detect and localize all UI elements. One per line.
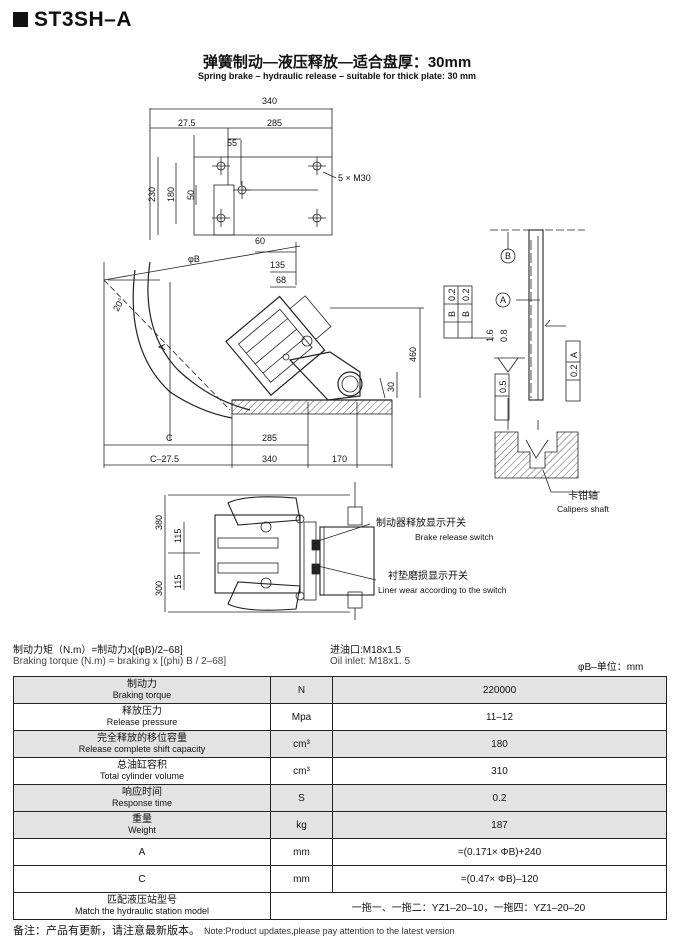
dim-label: 285 [267, 118, 282, 128]
param-en: Total cylinder volume [99, 771, 185, 781]
roughness-label: 1.6 [485, 329, 495, 342]
unit-cell: N [270, 676, 333, 704]
unit-cell: Mpa [270, 703, 333, 731]
param-cn: 响应时间 [122, 787, 162, 798]
footer-en: Note:Product updates,please pay attentio… [204, 926, 455, 936]
value-cell: =(0.47× ΦB)–120 [332, 865, 667, 893]
unit-cell: mm [270, 865, 333, 893]
dim-label: 5 × M30 [338, 173, 371, 183]
oil-inlet-cn: 进油口:M18x1.5 [330, 645, 402, 656]
dim-label: 460 [408, 347, 418, 362]
dim-label: C [166, 433, 173, 443]
callout-brake-switch-en: Brake release switch [415, 532, 494, 542]
dim-label: 115 [173, 575, 183, 589]
dim-label: 285 [262, 433, 277, 443]
callout-liner-cn: 衬垫磨损显示开关 [388, 569, 468, 582]
dim-label: 180 [166, 187, 176, 202]
unit-cell: cm³ [270, 757, 333, 785]
dim-label: 230 [147, 187, 157, 202]
dim-label: A [157, 344, 167, 350]
unit-cell: kg [270, 811, 333, 839]
torque-formula-cn: 制动力矩（N.m）=制动力x[(φB)/2–68] [13, 645, 183, 656]
unit-cell: S [270, 784, 333, 812]
unit-cell: cm³ [270, 730, 333, 758]
footer-note: 备注：产品有更新，请注意最新版本。 Note:Product updates,pl… [13, 922, 455, 938]
dim-label: 115 [173, 529, 183, 543]
value-cell: =(0.171× ΦB)+240 [332, 838, 667, 866]
dim-label: 340 [262, 454, 277, 464]
dim-label: 135 [270, 260, 285, 270]
page-title-cn: 弹簧制动—液压释放—适合盘厚：30mm [202, 54, 472, 71]
datum-label: B [505, 251, 511, 261]
footer-cn: 备注：产品有更新，请注意最新版本。 [13, 925, 200, 937]
value-cell: 11–12 [332, 703, 667, 731]
callout-shaft-cn: 卡钳轴 [568, 489, 598, 502]
param-cn: C [138, 873, 146, 885]
dim-label: 30 [386, 382, 396, 392]
tolerance-label: 0.2 [569, 364, 579, 377]
torque-formula-en: Braking torque (N.m) = braking x [(phi) … [13, 656, 227, 667]
param-cn: 完全释放的移位容量 [97, 733, 187, 744]
callout-liner-en: Liner wear according to the switch [378, 585, 507, 595]
dim-label: 380 [154, 515, 164, 530]
param-cn: 匹配液压站型号 [107, 895, 177, 906]
tolerance-label: 0.2 [461, 288, 471, 301]
param-en: Weight [128, 825, 156, 835]
dim-label: φB [188, 254, 200, 264]
dim-label: 300 [154, 581, 164, 596]
datum-label: A [569, 352, 579, 358]
datum-label: B [461, 311, 471, 317]
value-cell: 一拖一、一拖二：YZ1–20–10，一拖四：YZ1–20–20 [270, 892, 667, 920]
dim-label: 68 [276, 275, 286, 285]
tolerance-label: 0.5 [498, 380, 508, 393]
param-en: Match the hydraulic station model [74, 906, 210, 916]
value-cell: 220000 [332, 676, 667, 704]
param-cn: 总油缸容积 [117, 760, 167, 771]
callout-brake-switch-cn: 制动器释放显示开关 [376, 516, 466, 529]
param-en: Release pressure [106, 717, 178, 727]
dim-label: 55 [227, 138, 237, 148]
page-title-en: Spring brake – hydraulic release – suita… [197, 71, 477, 81]
value-cell: 310 [332, 757, 667, 785]
mount-plate-outline [193, 156, 333, 236]
datum-label: B [447, 311, 457, 317]
param-cn: 重量 [132, 814, 152, 825]
roughness-label: 0.8 [499, 329, 509, 342]
unit-note: φB–单位：mm [578, 662, 644, 673]
model-title: ST3SH–A [34, 8, 133, 31]
tolerance-label: 0.2 [447, 288, 457, 301]
param-en: Braking torque [112, 690, 172, 700]
callout-shaft-en: Calipers shaft [557, 504, 610, 514]
param-en: Response time [111, 798, 173, 808]
param-cn: 释放压力 [122, 706, 162, 717]
unit-cell: mm [270, 838, 333, 866]
param-cn: 制动力 [127, 679, 157, 690]
param-cn: A [138, 846, 146, 858]
dim-label: 27.5 [178, 118, 196, 128]
dim-label: 170 [332, 454, 347, 464]
value-cell: 180 [332, 730, 667, 758]
dim-label: C–27.5 [150, 454, 179, 464]
value-cell: 0.2 [332, 784, 667, 812]
dim-label: 50 [186, 190, 196, 200]
dim-label: 60 [255, 236, 265, 246]
dim-label: 340 [262, 96, 277, 106]
technical-drawing: 340 27.5 285 55 230 180 50 5 × M30 60 φB… [103, 96, 610, 620]
dim-label: 20° [111, 296, 127, 313]
oil-inlet-en: Oil inlet: M18x1. 5 [330, 656, 411, 667]
param-en: Release complete shift capacity [78, 744, 206, 754]
table-row: C mm =(0.47× ΦB)–120 [13, 865, 667, 893]
datum-label: A [500, 295, 506, 305]
table-row: A mm =(0.171× ΦB)+240 [13, 838, 667, 866]
model-marker [13, 12, 28, 27]
value-cell: 187 [332, 811, 667, 839]
